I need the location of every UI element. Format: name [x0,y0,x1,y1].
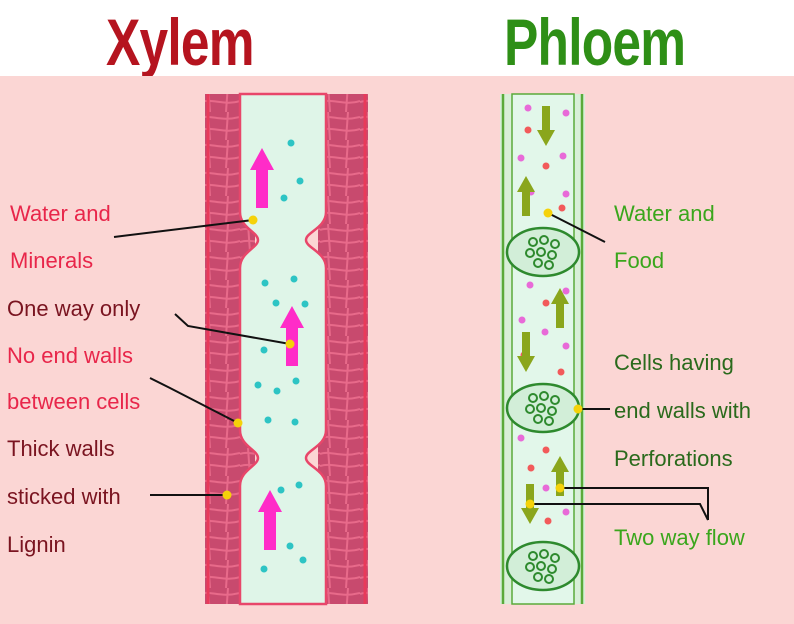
diagram-background [0,76,794,624]
phloem-label-water-and: Water and [614,201,715,226]
xylem-label-water-and: Water and [10,201,111,226]
phloem-arrow-down-1 [537,106,555,146]
xylem-label-lignin: Lignin [7,532,66,557]
phloem-pointer-lines [530,212,709,521]
phloem-arrow-down-2 [517,332,535,372]
xylem-label-minerals: Minerals [10,248,94,273]
xylem-lumen [238,92,328,606]
xylem-arrow-up-3 [258,490,282,550]
xylem-pointer-lines [113,219,291,496]
phloem-arrow-up-3 [551,456,569,496]
xylem-label-sticked-with: sticked with [7,484,121,509]
phloem-label-perforations: Perforations [614,446,733,471]
xylem-flow-arrows [250,148,304,550]
xylem-label-one-way-only: One way only [7,296,141,321]
phloem-title: Phloem [504,5,686,79]
xylem-title: Xylem [106,5,255,79]
phloem-label-cells-having: Cells having [614,350,734,375]
xylem-label-thick-walls: Thick walls [7,436,115,461]
phloem-label-food: Food [614,248,665,273]
xylem-mineral-dots [254,139,309,573]
phloem-arrow-up-1 [517,176,535,216]
phloem-pointer-dots [525,208,583,509]
xylem-arrow-up-1 [250,148,274,208]
sieve-plate-3 [505,540,581,592]
phloem-label-end-walls-with: end walls with [614,398,751,423]
xylem-label-no-end-walls: No end walls [7,343,133,368]
xylem-arrow-up-2 [280,306,304,366]
xylem-vessel [113,92,368,606]
phloem-flow-arrows [517,106,569,524]
xylem-label-between-cells: between cells [7,389,141,414]
sieve-plate-1 [505,226,581,278]
xylem-pointer-dots [222,215,295,500]
phloem-label-two-way-flow: Two way flow [614,525,745,550]
phloem-food-particles [517,104,570,525]
sieve-plate-2 [505,382,581,434]
phloem-tube [500,93,709,605]
phloem-arrow-up-2 [551,288,569,328]
phloem-sieve-plates [505,226,581,592]
